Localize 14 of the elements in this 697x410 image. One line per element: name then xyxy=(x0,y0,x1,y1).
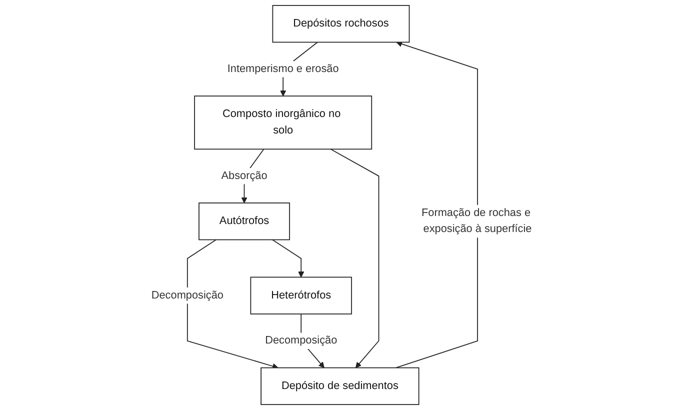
edge-label: Decomposição xyxy=(151,289,224,302)
edge-label: Intemperismo e erosão xyxy=(227,63,339,75)
edge-label: Decomposição xyxy=(265,334,338,346)
node-box: Composto inorgânico no solo xyxy=(194,96,372,150)
node-box: Autótrofos xyxy=(198,202,290,240)
edge-label: Absorção xyxy=(221,170,268,182)
edge-label: Formação de rochas e exposição à superfície xyxy=(421,207,532,235)
node-box: Depósitos rochosos xyxy=(272,5,410,43)
arrow xyxy=(395,41,478,368)
node-box: Depósito de sedimentos xyxy=(260,367,420,405)
node-box: Heterótrofos xyxy=(250,276,352,314)
arrow xyxy=(272,239,304,278)
arrow xyxy=(330,148,380,368)
arrow xyxy=(186,239,278,370)
